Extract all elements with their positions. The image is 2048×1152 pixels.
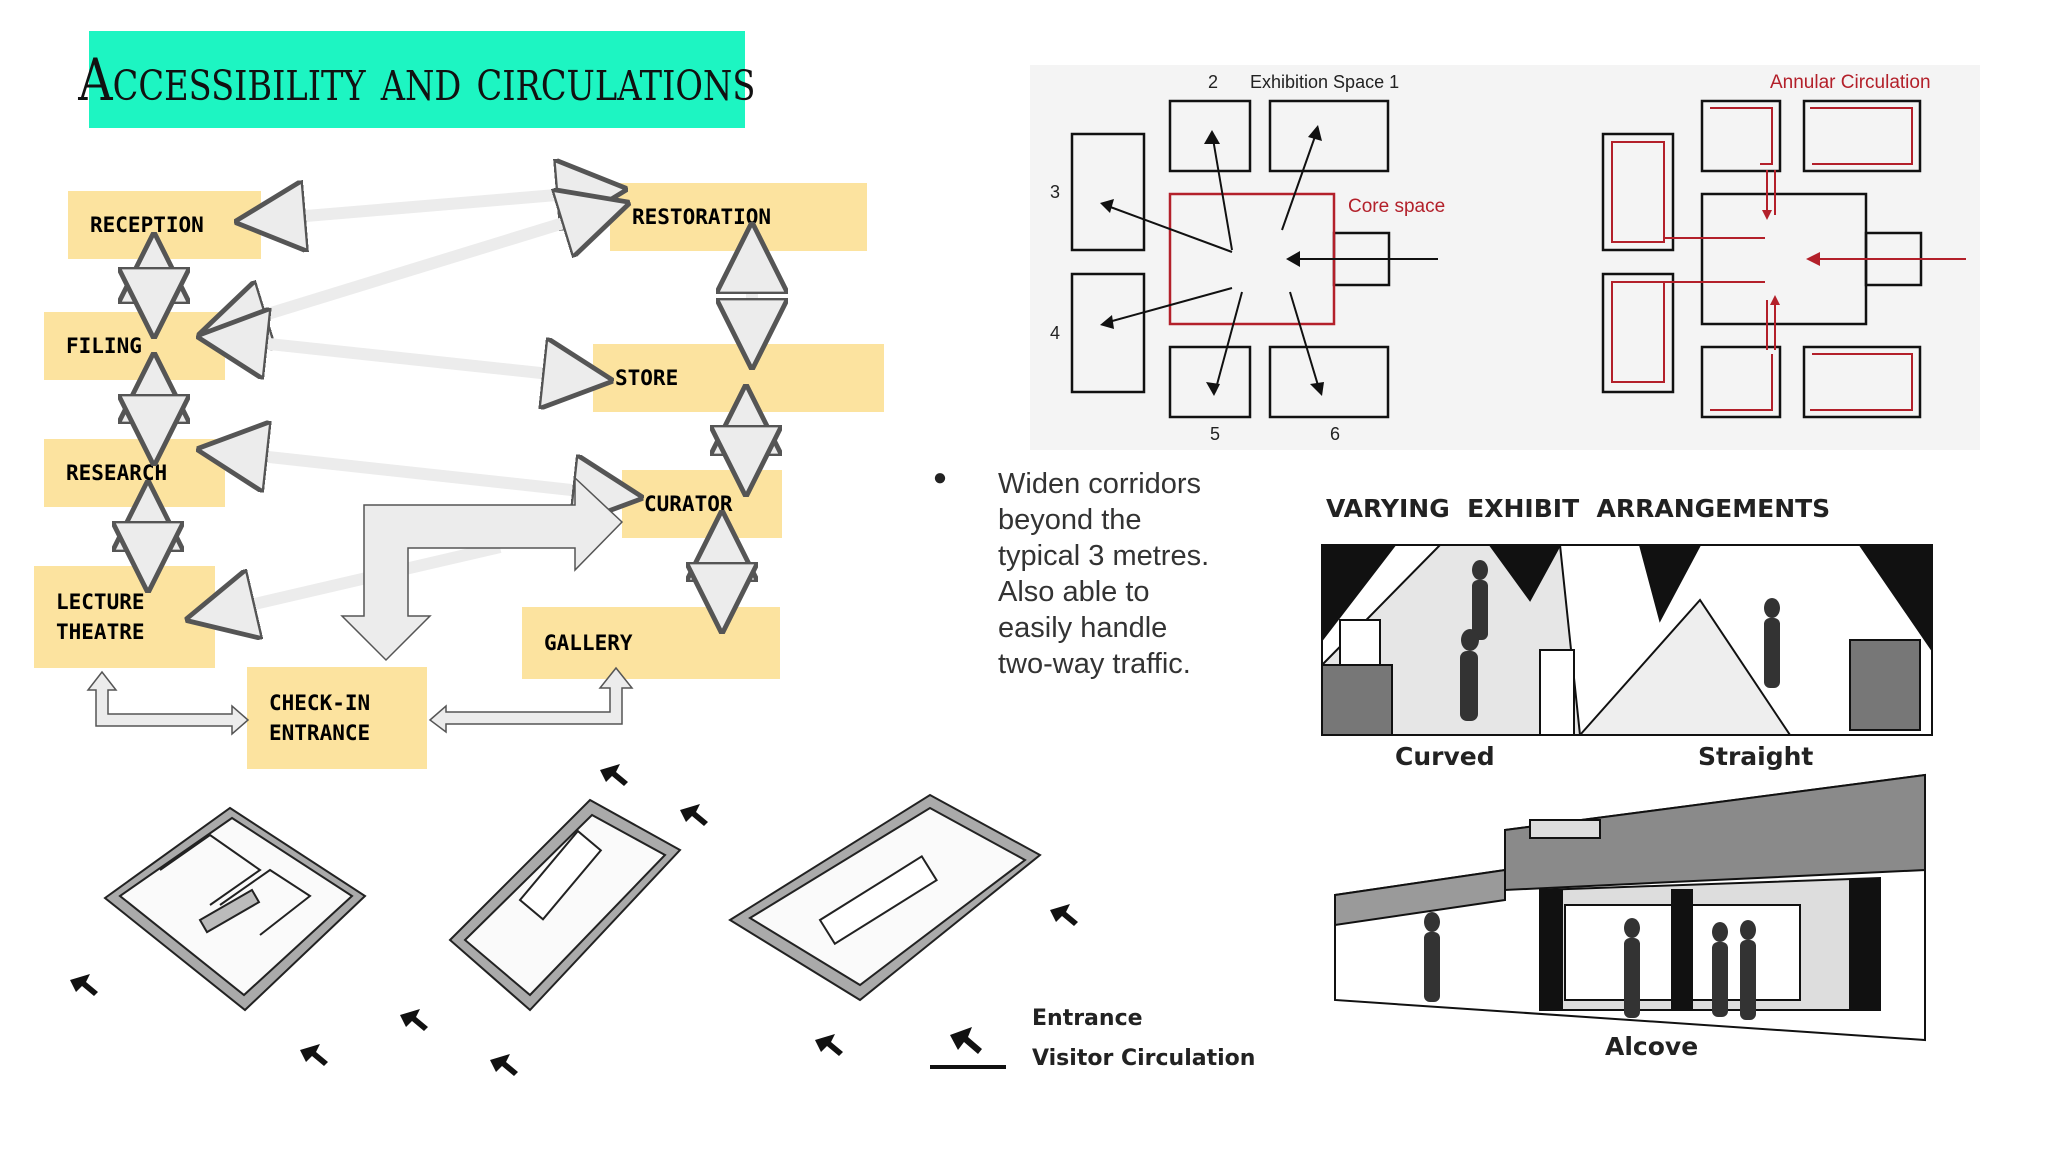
alcove-illustration bbox=[1334, 773, 1926, 1042]
entrance-arrow-icon bbox=[600, 764, 628, 786]
curved-straight-illustration bbox=[1321, 544, 1933, 736]
page-title: Accessibility and circulations bbox=[78, 45, 756, 114]
box-label: THEATRE bbox=[56, 620, 145, 644]
arrangements-heading: VARYING EXHIBIT ARRANGEMENTS bbox=[1326, 494, 1831, 523]
arrow-filing-store bbox=[232, 340, 578, 377]
box-label: GALLERY bbox=[544, 631, 633, 655]
radial-label-exhibition: Exhibition Space 1 bbox=[1250, 72, 1400, 92]
box-label: STORE bbox=[615, 366, 679, 390]
bullet-line: Also able to bbox=[998, 576, 1150, 608]
bullet-marker: ● bbox=[932, 464, 948, 491]
arrow-checkin-gallery bbox=[428, 666, 634, 734]
annular-circulation-label: Annular Circulation bbox=[1770, 72, 1931, 93]
bullet-line: typical 3 metres. bbox=[998, 540, 1210, 572]
curved-label: Curved bbox=[1395, 742, 1495, 771]
entrance-arrow-icon bbox=[490, 1054, 518, 1076]
bullet-line: beyond the bbox=[998, 504, 1142, 536]
entrance-arrow-icon bbox=[1050, 904, 1078, 926]
alcove-label: Alcove bbox=[1605, 1032, 1699, 1061]
box-label: LECTURE bbox=[56, 590, 145, 614]
bullet-line: two-way traffic. bbox=[998, 648, 1191, 680]
radial-label-4: 4 bbox=[1050, 323, 1061, 343]
entrance-arrow-icon bbox=[815, 1034, 843, 1056]
bullet-line: easily handle bbox=[998, 612, 1168, 644]
radial-label-5: 5 bbox=[1210, 424, 1221, 444]
box-gallery: GALLERY bbox=[522, 607, 780, 679]
arrow-research-curator bbox=[232, 453, 608, 494]
arrow-lecture-curator bbox=[220, 541, 502, 612]
radial-label-6: 6 bbox=[1330, 424, 1341, 444]
person-figure-icon bbox=[1424, 912, 1756, 1020]
bullet-text: Widen corridors beyond the typical 3 met… bbox=[998, 466, 1258, 682]
box-label: CHECK-IN bbox=[269, 691, 371, 715]
entrance-arrow-icon bbox=[300, 1044, 328, 1066]
legend-entrance-label: Entrance bbox=[1032, 1006, 1143, 1031]
straight-label: Straight bbox=[1698, 742, 1814, 771]
legend-visitor-circulation-label: Visitor Circulation bbox=[1032, 1046, 1256, 1071]
title-bar: Accessibility and circulations bbox=[78, 31, 756, 128]
arrow-curator-checkin bbox=[340, 476, 624, 662]
person-figure-icon bbox=[1460, 560, 1780, 721]
radial-label-3: 3 bbox=[1050, 182, 1061, 202]
entrance-arrow-icon bbox=[400, 1009, 428, 1031]
box-checkin-entrance: CHECK-IN ENTRANCE bbox=[247, 667, 427, 769]
bullet-line: Widen corridors bbox=[998, 468, 1202, 500]
legend-entrance-icon bbox=[950, 1027, 982, 1054]
core-space-label: Core space bbox=[1348, 196, 1446, 217]
radial-label-2: 2 bbox=[1208, 72, 1219, 92]
entrance-arrow-icon bbox=[70, 974, 98, 996]
entrance-arrow-icon bbox=[680, 804, 708, 826]
entrance-arrow-icons bbox=[70, 764, 1078, 1076]
arrow-lecture-checkin bbox=[86, 670, 250, 736]
box-label: ENTRANCE bbox=[269, 721, 371, 745]
